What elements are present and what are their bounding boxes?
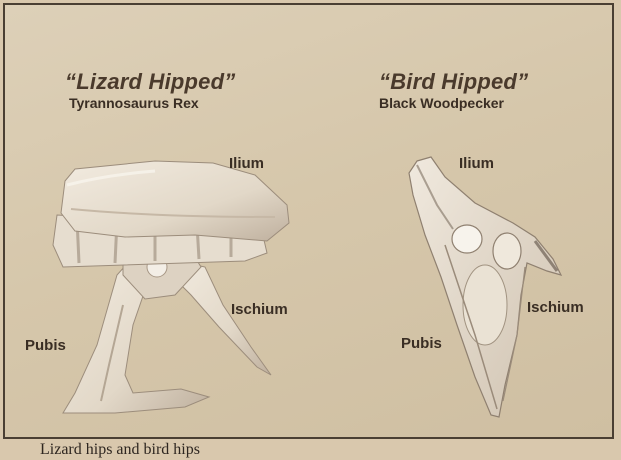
bird-hipped-title: “Bird Hipped” (379, 69, 528, 95)
bird-hipped-species: Black Woodpecker (379, 95, 504, 111)
lizard-hipped-title: “Lizard Hipped” (65, 69, 235, 95)
trex-ischium-label: Ischium (231, 301, 288, 318)
woodpecker-pelvis-illustration (409, 157, 561, 417)
woodpecker-ilium-label: Ilium (459, 155, 494, 172)
trex-pubis-label: Pubis (25, 337, 66, 354)
lizard-hipped-species: Tyrannosaurus Rex (69, 95, 199, 111)
woodpecker-ischium-label: Ischium (527, 299, 584, 316)
trex-pelvis-illustration (53, 161, 289, 413)
trex-ilium-label: Ilium (229, 155, 264, 172)
trex-ilium-bone (61, 161, 289, 241)
woodpecker-pubis-label: Pubis (401, 335, 442, 352)
figure-caption: Lizard hips and bird hips (40, 441, 200, 459)
woodpecker-hip-socket (452, 225, 482, 253)
figure-frame: “Lizard Hipped” Tyrannosaurus Rex Ilium … (3, 3, 614, 439)
